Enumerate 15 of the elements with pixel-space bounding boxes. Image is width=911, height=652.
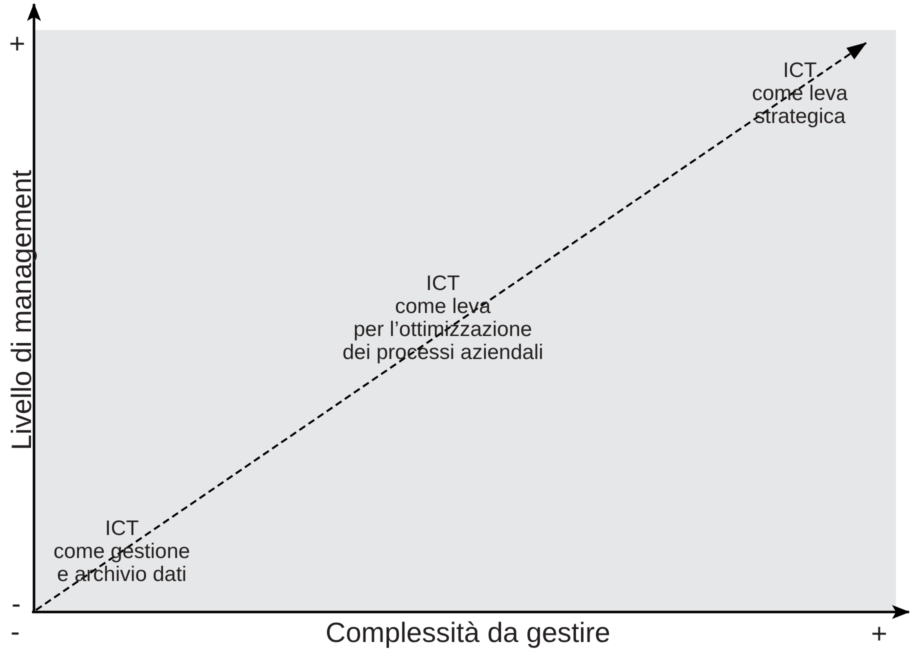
stage-label: dei processi aziendali: [342, 342, 544, 363]
axis-end-label: +: [871, 620, 888, 648]
axis-end-label: -: [12, 590, 21, 618]
stage-label: ICT: [783, 60, 817, 81]
axis-end-label: +: [9, 30, 26, 58]
stage-label: ICT: [426, 273, 460, 294]
stage-label: strategica: [754, 106, 846, 127]
axis-title: Livello di management: [8, 170, 36, 450]
stage-label: come gestione: [54, 541, 190, 562]
axis-title: Complessità da gestire: [326, 619, 610, 647]
stage-label: ICT: [105, 518, 139, 539]
stage-label: come leva: [752, 83, 848, 104]
stage-label: e archivio dati: [57, 564, 187, 585]
stage-label: per l’ottimizzazione: [354, 319, 532, 340]
axis-end-label: -: [10, 618, 20, 646]
